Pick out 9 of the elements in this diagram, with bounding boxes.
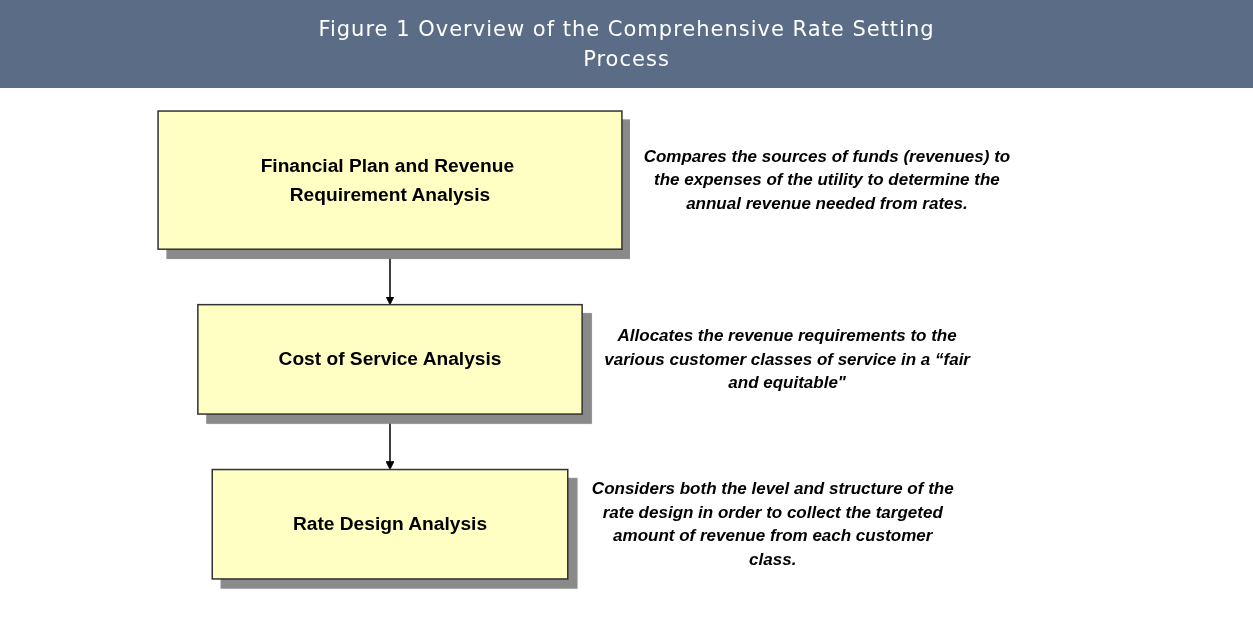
node-box: Financial Plan and Revenue Requirement Analysis	[157, 110, 623, 250]
arrow	[385, 248, 395, 306]
node-description: Considers both the level and structure of the rate design in order to collect the targeted amount of revenue from each customer class.	[590, 477, 955, 572]
diagram-title: Figure 1 Overview of the Comprehensive Rate Setting Process	[317, 15, 936, 73]
node-box: Cost of Service Analysis	[197, 303, 583, 415]
node-description: Compares the sources of funds (revenues) to the expenses of the utility to determine the annual revenue needed from rates.	[642, 145, 1012, 216]
arrow	[385, 413, 395, 470]
node-description: Allocates the revenue requirements to the various customer classes of service in a “fair and equitable"	[603, 324, 972, 395]
node-box: Rate Design Analysis	[211, 468, 569, 580]
